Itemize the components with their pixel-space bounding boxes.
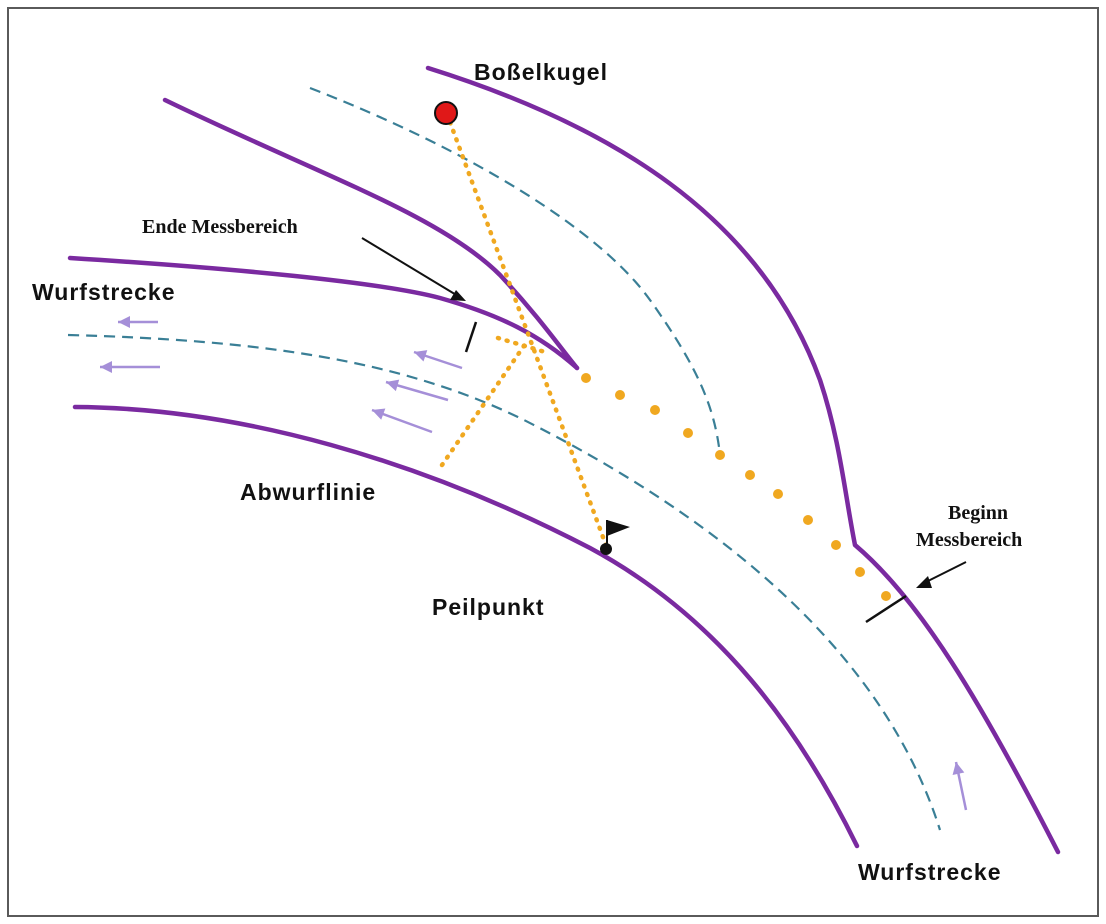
measurement-dot [615, 390, 625, 400]
measurement-dot [715, 450, 725, 460]
road-edge-inner-lower [72, 404, 860, 849]
throw-line-label: Abwurflinie [240, 479, 376, 505]
callout-arrows [361, 237, 967, 588]
flow-arrows [100, 316, 968, 811]
road-edge-upper-left-outer [162, 97, 580, 371]
measurement-dot [650, 405, 660, 415]
flag-icon [600, 520, 630, 555]
begin-zone-marker [865, 594, 907, 624]
ball-label: Boßelkugel [474, 59, 608, 85]
road-edge-outer-right [425, 65, 1061, 855]
center-lines [67, 86, 942, 831]
end-zone-arrow [361, 237, 459, 297]
begin-zone-label-line2: Messbereich [916, 529, 1022, 551]
measurement-path [495, 335, 548, 355]
measurement-dot [855, 567, 865, 577]
end-zone-arrowhead [450, 290, 466, 301]
flow-arrow-icon [413, 350, 463, 370]
measurement-dot [881, 591, 891, 601]
flow-arrow-icon [952, 761, 968, 811]
measurement-dot [831, 540, 841, 550]
begin-zone-label-line1: Beginn [948, 502, 1008, 524]
measurement-dot [581, 373, 591, 383]
center-dash-upper [309, 86, 722, 456]
begin-zone-arrow [925, 561, 967, 583]
begin-zone-arrowhead [916, 576, 932, 588]
zone-markers [464, 321, 907, 624]
measurement-dot [773, 489, 783, 499]
flow-arrow-icon [118, 316, 158, 328]
end-zone-marker [464, 321, 478, 353]
measurement-dot [683, 428, 693, 438]
end-zone-label: Ende Messbereich [142, 216, 298, 238]
dotted-guides [439, 111, 610, 551]
course-label-left: Wurfstrecke [32, 279, 176, 305]
measurement-dot [803, 515, 813, 525]
ball-icon [434, 101, 458, 125]
flow-arrow-icon [385, 379, 449, 402]
ball-to-sight-line [444, 111, 610, 551]
flow-arrow-icon [100, 361, 160, 373]
flow-arrow-icon [371, 408, 433, 434]
course-label-bottom: Wurfstrecke [858, 859, 1002, 885]
sight-point-label: Peilpunkt [432, 594, 545, 620]
measurement-dot [745, 470, 755, 480]
throw-line-guide [439, 337, 531, 468]
center-dash-lower [67, 333, 942, 831]
diagram-frame [7, 7, 1099, 917]
measurement-dots [581, 373, 891, 601]
